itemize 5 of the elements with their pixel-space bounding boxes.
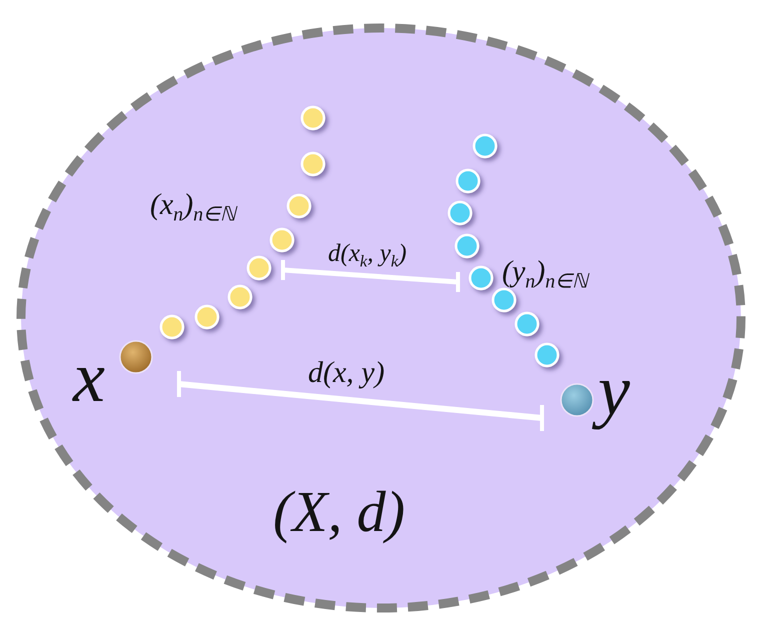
distance-label: d(x$_{k}$, y$_{k}$) [327,239,408,270]
distance-label: d(x, y) [306,355,386,391]
point-label: x [71,336,106,419]
space-label: (X, d) [272,478,406,546]
point-label: y [585,344,639,438]
